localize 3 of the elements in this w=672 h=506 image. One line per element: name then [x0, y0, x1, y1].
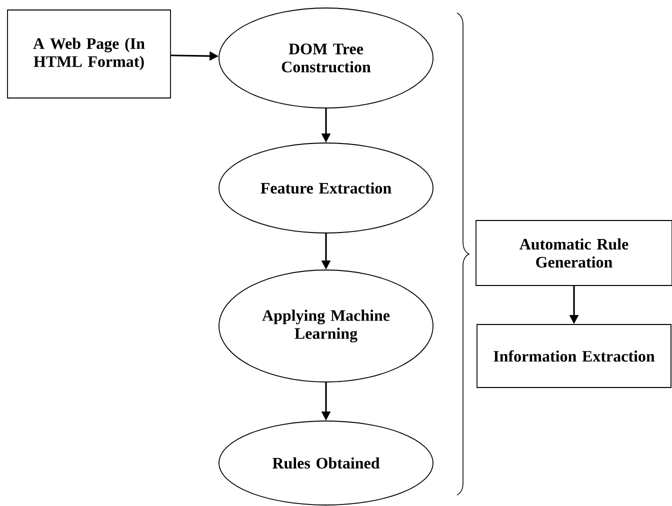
process-box: Information Extraction — [476, 324, 672, 388]
process-box: Automatic Rule Generation — [476, 220, 672, 286]
process-box: A Web Page (In HTML Format) — [7, 10, 171, 98]
